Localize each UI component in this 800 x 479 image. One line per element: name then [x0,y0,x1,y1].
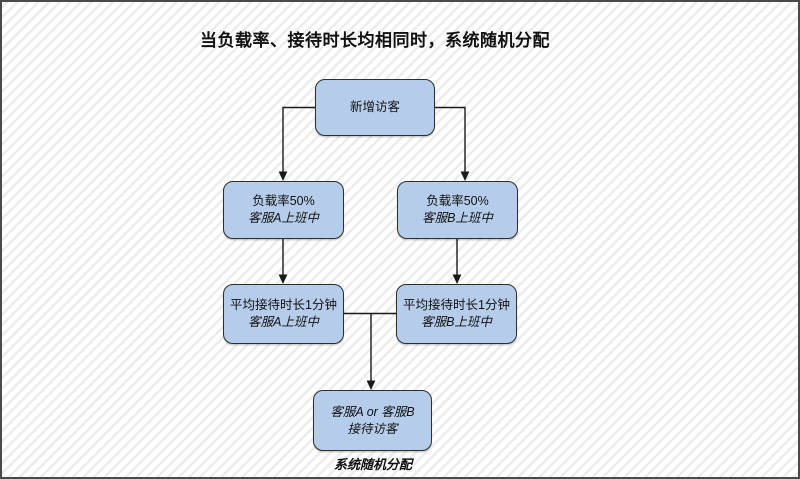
arrowhead-load-b [460,171,470,181]
node-load-rate-agent-b: 负载率50% 客服B上班中 [397,181,518,239]
arrowhead-wait-a [278,274,288,284]
arrowhead-wait-b [452,274,462,284]
node-wait-time-agent-a-line1: 平均接待时长1分钟 [230,298,337,312]
node-load-rate-agent-a: 负载率50% 客服A上班中 [223,181,344,239]
node-load-rate-agent-a-line2: 客服A上班中 [248,211,319,225]
node-new-visitor: 新增访客 [315,79,435,136]
node-wait-time-agent-b: 平均接待时长1分钟 客服B上班中 [396,284,517,344]
node-random-result: 客服A or 客服B 接待访客 [313,390,432,451]
diagram-caption: 系统随机分配 [333,457,412,472]
node-wait-time-agent-a-line2: 客服A上班中 [248,315,319,329]
arrowhead-load-a [278,171,288,181]
node-wait-time-agent-b-line2: 客服B上班中 [421,315,492,329]
connector-new-to-load-b [435,106,466,172]
node-wait-time-agent-a: 平均接待时长1分钟 客服A上班中 [223,284,344,344]
node-random-result-line1: 客服A or 客服B [330,404,415,419]
node-random-result-line2: 接待访客 [347,421,398,436]
diagram-title: 当负载率、接待时长均相同时，系统随机分配 [200,31,550,50]
node-load-rate-agent-a-line1: 负载率50% [252,194,315,208]
node-load-rate-agent-b-line1: 负载率50% [426,194,489,208]
node-load-rate-agent-b-line2: 客服B上班中 [422,211,493,225]
node-new-visitor-label: 新增访客 [349,100,400,114]
arrowhead-result [366,380,376,390]
connector-new-to-load-a [282,106,315,172]
node-wait-time-agent-b-line1: 平均接待时长1分钟 [403,298,510,312]
